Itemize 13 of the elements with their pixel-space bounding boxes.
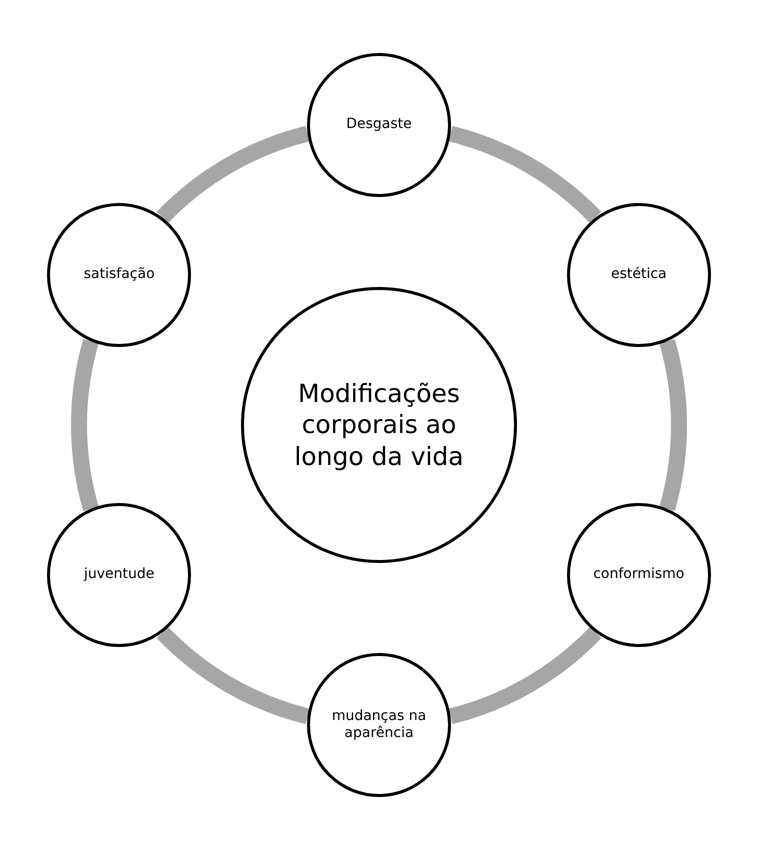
ring-segment — [448, 626, 602, 724]
ring-segment — [448, 126, 602, 224]
node-label: estética — [610, 266, 667, 284]
node-label: Desgaste — [346, 116, 412, 134]
node-label: conformismo — [593, 566, 684, 584]
node-label: juventude — [84, 566, 154, 584]
ring-segment — [156, 126, 310, 224]
node-label: Modificações corporais ao longo da vida — [293, 378, 465, 472]
node-label: satisfação — [84, 266, 155, 284]
node-label: mudanças na aparência — [330, 708, 428, 742]
ring-segment — [659, 339, 687, 511]
ring-segment — [71, 339, 99, 511]
ring-segment — [156, 626, 310, 724]
